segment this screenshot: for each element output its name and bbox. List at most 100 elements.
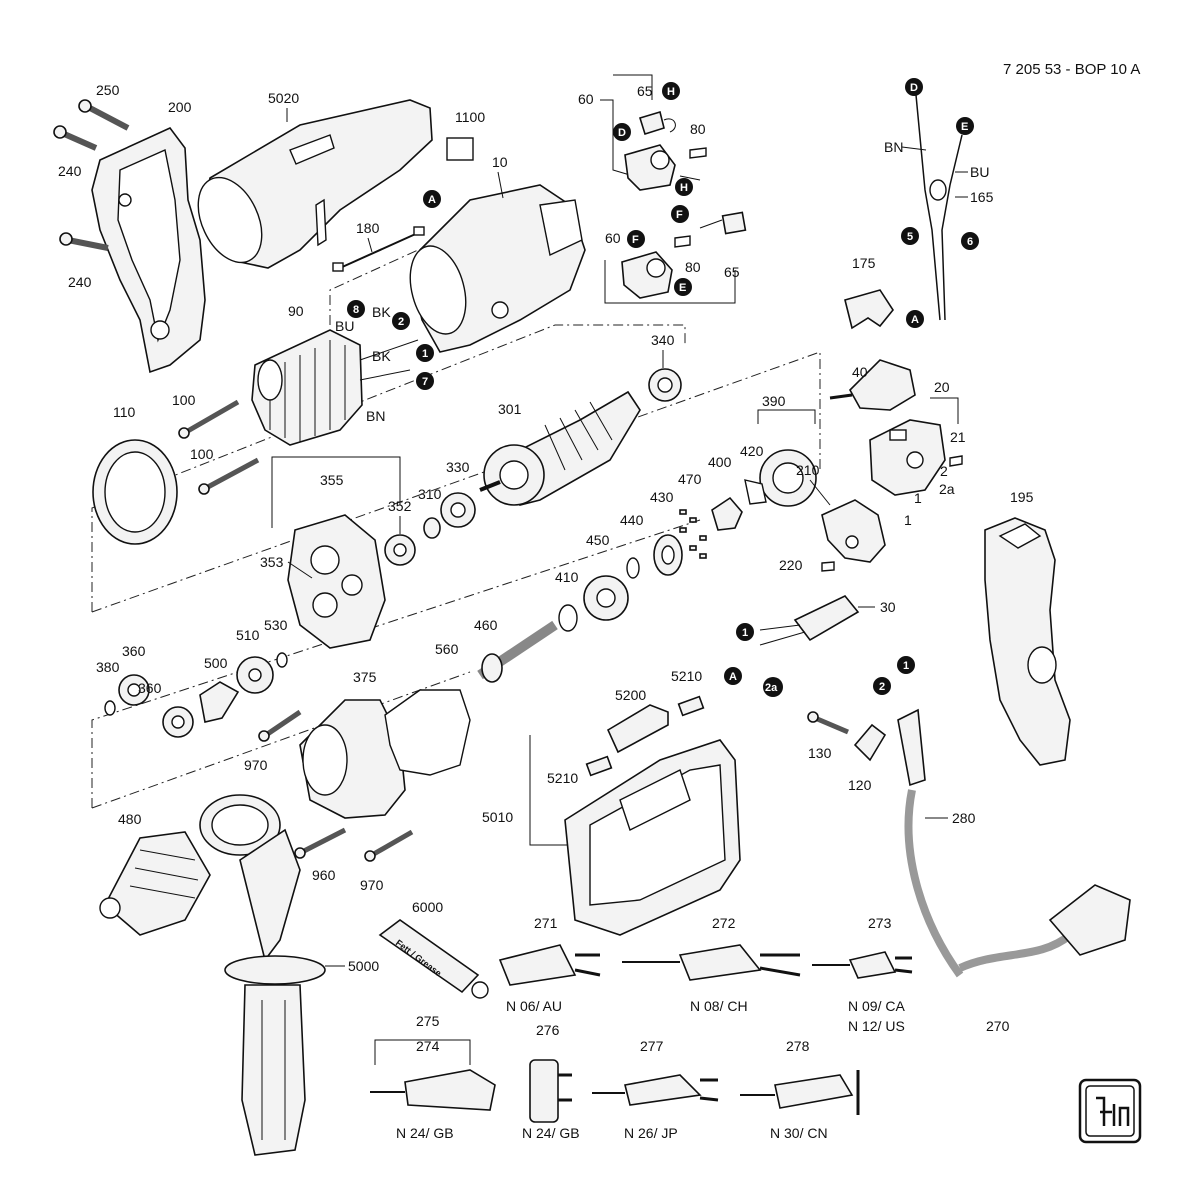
- svg-text:H: H: [680, 182, 688, 194]
- label-195: 195: [1010, 489, 1034, 505]
- badge-A-3: A: [724, 667, 742, 685]
- stator-90: [251, 329, 419, 446]
- label-80-b: 80: [685, 259, 701, 275]
- variant-277: N 26/ JP: [624, 1125, 678, 1141]
- wire-180: [332, 226, 425, 272]
- gasket-560: [384, 689, 471, 776]
- cable-165: [901, 94, 968, 321]
- disc-430: [653, 534, 683, 576]
- bearing-360-a: [118, 674, 150, 706]
- label-100-b: 100: [190, 446, 214, 462]
- nameplate-1100: [446, 137, 474, 161]
- gear-510: [236, 656, 274, 694]
- badge-F-2: F: [627, 230, 645, 248]
- label-352: 352: [388, 498, 412, 514]
- label-200: 200: [168, 99, 192, 115]
- bearing-330: [440, 492, 476, 528]
- plug-276: [529, 1059, 572, 1123]
- label-5020: 5020: [268, 90, 299, 106]
- label-110: 110: [113, 404, 136, 420]
- svg-text:2: 2: [879, 681, 885, 693]
- washer-310: [423, 517, 441, 539]
- badge-2-stator: 2: [392, 312, 410, 330]
- variant-276: N 24/ GB: [522, 1125, 580, 1141]
- screw-960: [294, 827, 347, 859]
- label-330: 330: [446, 459, 470, 475]
- badge-5: 5: [901, 227, 919, 245]
- label-271: 271: [534, 915, 558, 931]
- label-276: 276: [536, 1022, 560, 1038]
- badge-E-1: E: [956, 117, 974, 135]
- spring-420: [744, 479, 767, 505]
- label-BN-2: BN: [366, 408, 385, 424]
- circlip-380: [104, 700, 116, 716]
- label-440: 440: [620, 512, 644, 528]
- label-BU: BU: [970, 164, 989, 180]
- case-handle-5200: [606, 704, 669, 754]
- label-480: 480: [118, 811, 142, 827]
- label-410: 410: [555, 569, 579, 585]
- label-460: 460: [474, 617, 498, 633]
- screw-240-top: [53, 125, 98, 151]
- latch-5210-b: [677, 695, 705, 717]
- switch-20: [869, 419, 946, 496]
- grease-tube-6000: Fett / Grease: [378, 919, 489, 999]
- label-130: 130: [808, 745, 832, 761]
- variant-278: N 30/ CN: [770, 1125, 828, 1141]
- auxiliary-handle-5000: [199, 794, 326, 1156]
- label-60-a: 60: [578, 91, 594, 107]
- svg-text:E: E: [961, 121, 968, 133]
- screw-21: [949, 455, 963, 467]
- label-400: 400: [708, 454, 732, 470]
- svg-text:E: E: [679, 282, 686, 294]
- badge-1-capacitor: 1: [736, 623, 754, 641]
- label-277: 277: [640, 1038, 664, 1054]
- label-60-b: 60: [605, 230, 621, 246]
- label-275: 275: [416, 1013, 440, 1029]
- svg-text:A: A: [911, 314, 919, 326]
- label-274: 274: [416, 1038, 440, 1054]
- assembly-lines: [91, 239, 821, 809]
- plug-272: [622, 944, 801, 981]
- screw-130: [807, 711, 849, 735]
- label-960: 960: [312, 867, 336, 883]
- label-30: 30: [880, 599, 896, 615]
- variant-272: N 08/ CH: [690, 998, 748, 1014]
- label-BK-2: BK: [372, 348, 391, 364]
- label-BK-1: BK: [372, 304, 391, 320]
- armature-301: [479, 390, 641, 506]
- label-273: 273: [868, 915, 892, 931]
- fein-logo: [1078, 1078, 1142, 1144]
- label-6000: 6000: [412, 899, 443, 915]
- brush-holder-group-60-bottom: [604, 211, 747, 304]
- label-80-a: 80: [690, 121, 706, 137]
- label-1100: 1100: [455, 109, 485, 125]
- plug-271: [498, 944, 601, 986]
- svg-text:2: 2: [398, 316, 404, 328]
- label-301: 301: [498, 401, 522, 417]
- label-90: 90: [288, 303, 304, 319]
- label-5010: 5010: [482, 809, 513, 825]
- bearing-450: [583, 575, 629, 621]
- label-530: 530: [264, 617, 288, 633]
- switch-lever-40: [829, 359, 916, 411]
- label-420: 420: [740, 443, 764, 459]
- svg-text:5: 5: [907, 231, 913, 243]
- screw-240-bottom: [59, 232, 109, 251]
- clutch-400: [711, 496, 743, 531]
- plug-277: [592, 1074, 719, 1106]
- badge-E-2: E: [674, 278, 692, 296]
- plug-274: [370, 1069, 496, 1111]
- screw-970-a: [258, 709, 302, 742]
- label-355: 355: [320, 472, 344, 488]
- badge-8: 8: [347, 300, 365, 318]
- bearing-352: [384, 534, 416, 566]
- label-450: 450: [586, 532, 610, 548]
- label-100-a: 100: [172, 392, 196, 408]
- label-180: 180: [356, 220, 380, 236]
- svg-text:8: 8: [353, 304, 359, 316]
- label-5000: 5000: [348, 958, 379, 974]
- badge-1-stator: 1: [416, 344, 434, 362]
- trigger-210: [821, 499, 886, 563]
